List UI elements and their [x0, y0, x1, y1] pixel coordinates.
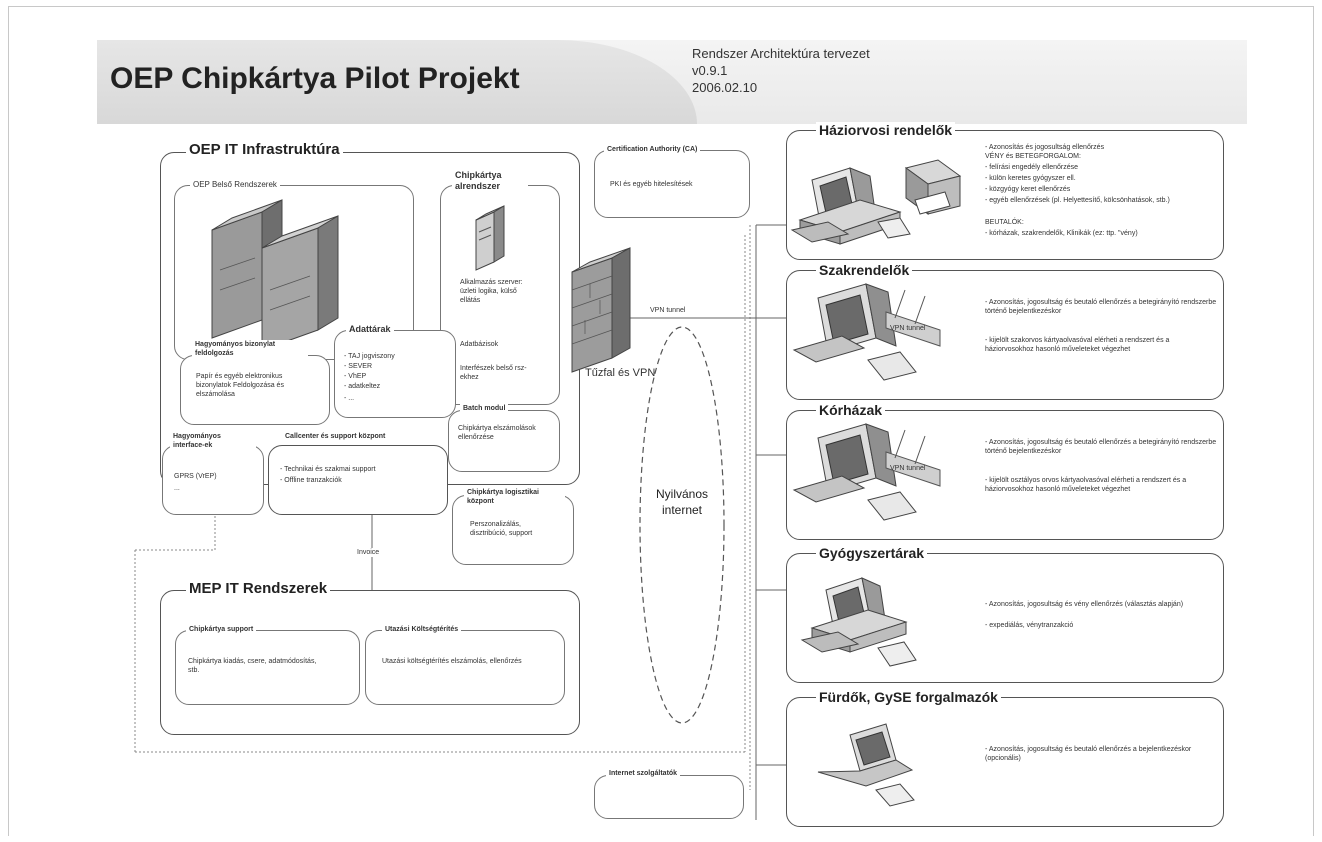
- legacy-docs-box: [180, 355, 330, 425]
- public-internet-label: Nyilvános internet: [655, 487, 709, 517]
- doc-version: v0.9.1: [692, 63, 728, 78]
- data-store-box: [334, 330, 456, 418]
- data-store-item-5: - ...: [344, 395, 355, 402]
- batch-title: Batch modul: [460, 404, 509, 413]
- client-pharmacies-line-2: - expediálás, vénytranzakció: [985, 622, 1074, 629]
- client-hospitals-tunnel: VPN tunnel: [890, 465, 926, 472]
- inner-systems-title: OEP Belső Rendszerek: [190, 180, 280, 190]
- client-spas-line-1: - Azonosítás, jogosultság és beutaló ell…: [985, 746, 1192, 762]
- client-gp-offices-line-8: - kórházak, szakrendelők, Klinikák (ez: …: [985, 230, 1138, 237]
- client-gp-offices-line-5: - közgyógy keret ellenőrzés: [985, 186, 1071, 193]
- client-hospitals-title: Kórházak: [816, 402, 886, 418]
- data-store-item-4: - adatkeltez: [344, 383, 381, 390]
- ca-body: PKI és egyéb hitelesítések: [610, 181, 693, 188]
- mep-support-box: [175, 630, 360, 705]
- data-store-item-2: - SEVER: [344, 363, 373, 370]
- client-gp-offices-line-4: - külön keretes gyógyszer ell.: [985, 175, 1076, 182]
- batch-box: [448, 410, 560, 472]
- doc-title: Rendszer Architektúra tervezet: [692, 46, 870, 61]
- chip-subsystem-databases: Adatbázisok: [460, 341, 499, 348]
- ca-box: [594, 150, 750, 218]
- oep-it-title: OEP IT Infrastruktúra: [186, 141, 343, 158]
- client-spas-title: Fürdők, GySE forgalmazók: [816, 689, 1001, 705]
- data-store-title: Adattárak: [346, 324, 394, 335]
- client-gp-offices-line-7: BEUTALÓK:: [985, 219, 1024, 226]
- client-gp-offices-line-1: - Azonosítás és jogosultság ellenőrzés: [985, 144, 1105, 151]
- mep-it-title: MEP IT Rendszerek: [186, 580, 331, 597]
- legacy-interfaces-box: [162, 445, 264, 515]
- client-specialists-line-1: - Azonosítás, jogosultság és beutaló ell…: [985, 299, 1217, 315]
- legacy-docs-body: Papír és egyéb elektronikus bizonylatok …: [196, 373, 284, 398]
- firewall-label: Tűzfal és VPN: [585, 367, 656, 379]
- chip-subsystem-title: Chipkártya alrendszer: [452, 170, 528, 192]
- client-specialists-title: Szakrendelők: [816, 262, 913, 278]
- mep-travel-box: [365, 630, 565, 705]
- ca-title: Certification Authority (CA): [604, 145, 701, 154]
- isp-box: [594, 775, 744, 819]
- chip-subsystem-app-server: Alkalmazás szerver: üzleti logika, külső…: [460, 279, 523, 304]
- callcenter-title: Callcenter és support központ: [282, 432, 418, 441]
- doc-date: 2006.02.10: [692, 80, 758, 95]
- vpn-tunnel-label: VPN tunnel: [650, 307, 686, 314]
- data-store-item-3: - VhEP: [344, 373, 367, 380]
- logistics-title: Chipkártya logisztikai központ: [464, 488, 565, 506]
- isp-title: Internet szolgáltatók: [606, 769, 681, 778]
- client-hospitals-line-2: - kijelölt osztályos orvos kártyaolvasóv…: [985, 477, 1187, 493]
- client-gp-offices-title: Háziorvosi rendelők: [816, 122, 956, 138]
- batch-body: Chipkártya elszámolások ellenőrzése: [458, 425, 536, 441]
- mep-travel-title: Utazási Költségtérítés: [382, 625, 462, 634]
- client-hospitals-line-1: - Azonosítás, jogosultság és beutaló ell…: [985, 439, 1217, 455]
- logistics-box: [452, 495, 574, 565]
- page-frame: [8, 6, 1314, 836]
- client-pharmacies-title: Gyógyszertárak: [816, 545, 928, 561]
- callcenter-box: [268, 445, 448, 515]
- client-gp-offices-line-2: VÉNY és BETEGFORGALOM:: [985, 153, 1081, 160]
- legacy-interfaces-gprs: GPRS (VrEP): [174, 473, 217, 480]
- legacy-docs-title: Hagyományos bizonylat feldolgozás: [192, 340, 308, 358]
- callcenter-item-1: - Technikai és szakmai support: [280, 466, 376, 473]
- mep-support-body: Chipkártya kiadás, csere, adatmódosítás,…: [188, 658, 317, 674]
- client-specialists-line-2: - kijelölt szakorvos kártyaolvasóval elé…: [985, 337, 1170, 353]
- data-store-item-1: - TAJ jogviszony: [344, 353, 395, 360]
- page-title: OEP Chipkártya Pilot Projekt: [110, 62, 520, 95]
- mep-travel-body: Utazási költségtérítés elszámolás, ellen…: [382, 658, 522, 665]
- client-specialists-tunnel: VPN tunnel: [890, 325, 926, 332]
- header-tab: [97, 40, 697, 124]
- mep-support-title: Chipkártya support: [186, 625, 257, 634]
- client-gp-offices-line-6: - egyéb ellenőrzések (pl. Helyettesítő, …: [985, 197, 1170, 204]
- legacy-interfaces-title: Hagyományos interface-ek: [170, 432, 256, 450]
- logistics-body: Perszonalizálás, disztribúció, support: [470, 521, 533, 537]
- legacy-interfaces-more: ...: [174, 485, 180, 492]
- chip-subsystem-interfaces: Interfészek belső rsz-ekhez: [460, 365, 527, 381]
- invoice-label: Invoice: [355, 548, 382, 557]
- client-pharmacies-line-1: - Azonosítás, jogosultság és vény ellenő…: [985, 601, 1184, 608]
- client-gp-offices-line-3: - felírási engedély ellenőrzése: [985, 164, 1078, 171]
- callcenter-item-2: - Offline tranzakciók: [280, 477, 342, 484]
